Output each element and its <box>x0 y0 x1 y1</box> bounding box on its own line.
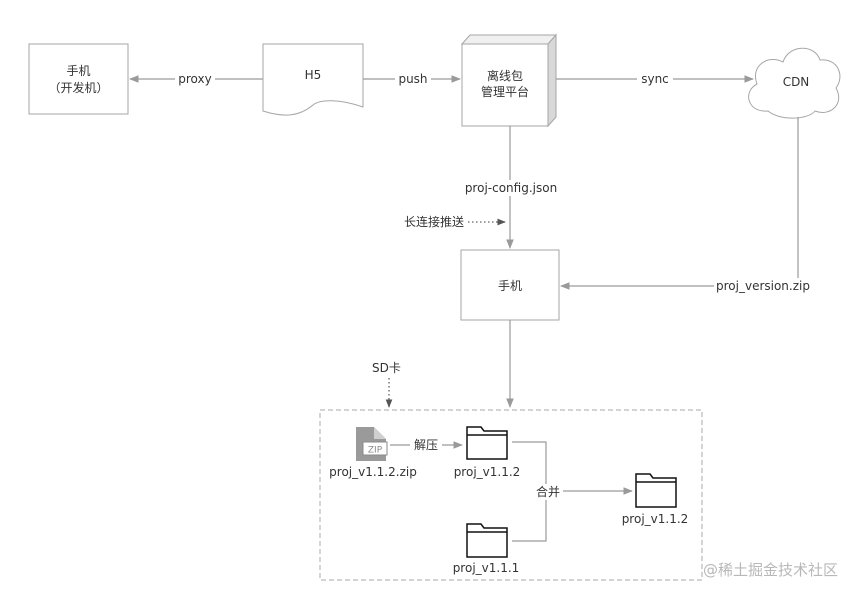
push-label: push <box>398 72 427 86</box>
merge-edge: 合并 <box>512 441 633 542</box>
zip-badge: ZIP <box>368 446 383 456</box>
phone-dev-sublabel: （开发机） <box>48 80 108 95</box>
long-connection-push: 长连接推送 <box>404 214 506 229</box>
platform-node: 离线包 管理平台 <box>460 33 558 128</box>
unzip-label: 解压 <box>414 438 438 452</box>
proxy-label: proxy <box>178 72 211 86</box>
folder-icon-new <box>466 426 508 460</box>
cdn-label: CDN <box>783 75 810 89</box>
sd-card-label: SD卡 <box>372 361 401 375</box>
version-edge: proj_version.zip <box>560 117 812 294</box>
platform-label: 离线包 <box>487 68 523 83</box>
phone-dev-node: 手机 （开发机） <box>28 43 129 115</box>
h5-label: H5 <box>305 68 322 82</box>
config-label: proj-config.json <box>465 181 557 195</box>
watermark: @稀土掘金技术社区 <box>703 561 838 579</box>
sync-label: sync <box>641 72 669 86</box>
platform-sublabel: 管理平台 <box>481 84 529 99</box>
sync-edge: sync <box>556 71 754 87</box>
sd-card-indicator: SD卡 <box>372 361 401 408</box>
zip-filename: proj_v1.1.2.zip <box>329 465 417 479</box>
folder-old-label: proj_v1.1.1 <box>453 561 520 575</box>
unzip-edge: 解压 <box>390 437 463 453</box>
zip-file-icon: ZIP <box>356 427 388 461</box>
folder-icon-merged <box>635 473 677 508</box>
folder-new-label: proj_v1.1.2 <box>454 465 521 479</box>
long-conn-label: 长连接推送 <box>404 214 464 229</box>
cdn-cloud-node: CDN <box>748 47 841 119</box>
folder-icon-old <box>466 523 508 558</box>
phone-dev-label: 手机 <box>66 64 90 78</box>
phone-node: 手机 <box>460 249 560 321</box>
folder-merged-label: proj_v1.1.2 <box>622 512 689 526</box>
push-edge: push <box>363 71 461 87</box>
config-edge: proj-config.json <box>462 126 560 249</box>
merge-label: 合并 <box>536 484 560 499</box>
sd-storage-container <box>319 409 703 581</box>
h5-document-node: H5 <box>262 43 364 116</box>
phone-label: 手机 <box>498 279 522 293</box>
proxy-edge: proxy <box>129 71 263 87</box>
version-label: proj_version.zip <box>716 279 810 293</box>
